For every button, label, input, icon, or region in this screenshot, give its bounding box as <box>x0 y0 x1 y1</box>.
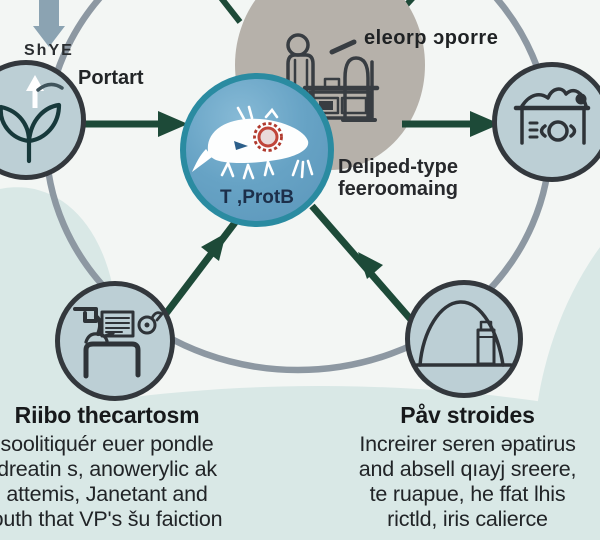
bottom-left-panel: Riibo thecartosm soolitiquér euer pondle… <box>0 402 262 532</box>
top-left-small-label: ShYE <box>24 42 74 59</box>
bottom-right-to-center-arrow <box>309 203 423 333</box>
bottom-left-heading: Riibo thecartosm <box>14 402 200 428</box>
center-caption-line1: Deliped-type <box>337 156 459 178</box>
growth-arrow <box>26 75 44 108</box>
top-center-label: eleorp ɔporre <box>364 27 499 49</box>
background-pale-bottom <box>0 386 600 540</box>
bottom-left-line: attemis, Janetant and <box>6 482 208 506</box>
left-to-center-arrow <box>84 111 188 137</box>
bottom-right-panel: Påv stroides Increirer seren əpatirus an… <box>315 402 600 532</box>
bottom-right-heading: Påv stroides <box>400 402 535 428</box>
lab-equipment-bench-icon <box>73 307 164 379</box>
bottom-right-line: te ruapue, he ffat lhis <box>369 482 566 506</box>
dome-structure-icon <box>415 300 513 367</box>
top-left-node-label: Portart <box>78 67 144 89</box>
center-caption: Deliped-type feeroomaing <box>316 156 480 200</box>
node-patient <box>492 62 600 182</box>
bottom-left-line: soolitiquér euer pondle <box>0 432 214 456</box>
steel-down-arrow <box>33 0 65 47</box>
center-caption-line2: feeroomaing <box>337 178 459 200</box>
node-organism: T ,ProtB <box>180 73 334 227</box>
bottom-right-line: and absell qıayj sreere, <box>358 457 577 481</box>
bottom-right-line: Increirer seren əpatirus <box>359 432 576 456</box>
organism-label: T ,ProtB <box>220 187 294 208</box>
node-equipment <box>55 281 175 401</box>
bottom-left-line: dreatin s, anowerylic ak <box>0 457 217 481</box>
bottom-left-line: outh that VP's šu faiction <box>0 507 223 531</box>
growth-swoosh <box>36 82 64 92</box>
node-sprout <box>0 60 86 180</box>
bottom-right-line: rictld, iris calierce <box>387 507 548 531</box>
sprout-growth-icon <box>0 75 64 164</box>
patient-on-table-icon <box>513 87 591 145</box>
node-dome <box>405 280 523 398</box>
